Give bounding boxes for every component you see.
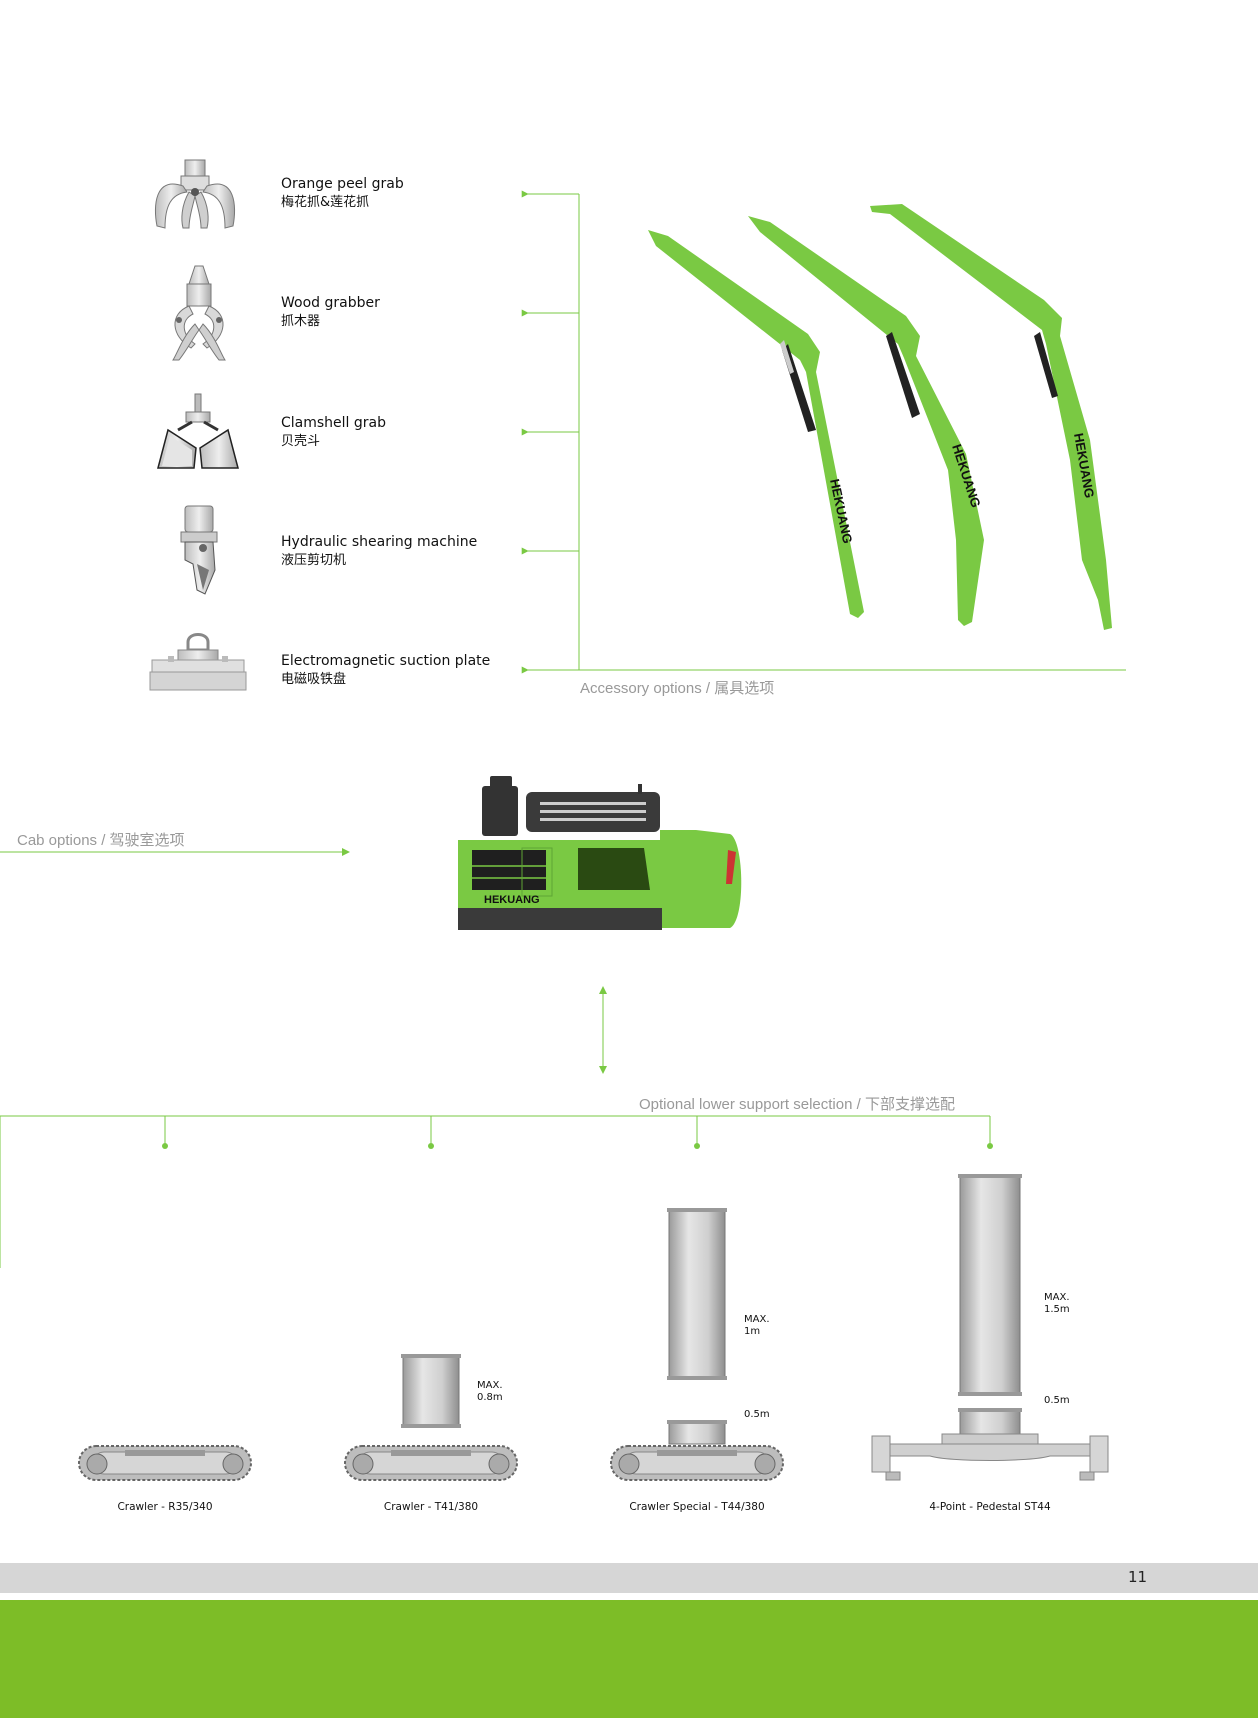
wood-grabber-icon	[172, 265, 226, 361]
boom-medium: HEKUANG	[748, 216, 984, 626]
footer-gray-band	[0, 1563, 1258, 1593]
max-label: MAX.	[477, 1380, 503, 1391]
accessory-wood-grabber: Wood grabber 抓木器	[281, 293, 380, 331]
caption-t41: Crawler - T41/380	[383, 1501, 479, 1513]
electromagnetic-plate-icon	[149, 633, 247, 691]
caption-t44: Crawler Special - T44/380	[629, 1501, 765, 1513]
accessory-name: Wood grabber	[281, 295, 380, 311]
accessory-cn: 梅花抓&莲花抓	[281, 195, 370, 210]
max-value: 1m	[744, 1326, 761, 1337]
crawler-t41-icon	[344, 1354, 518, 1481]
caption-st44: 4-Point - Pedestal ST44	[929, 1501, 1051, 1513]
accessory-hydraulic-shear: Hydraulic shearing machine 液压剪切机	[281, 532, 477, 570]
footer-green-band	[0, 1600, 1258, 1718]
max-value: 0.8m	[477, 1392, 503, 1403]
accessory-section-title: Accessory options / 属具选项	[580, 680, 775, 697]
accessory-orange-peel: Orange peel grab 梅花抓&莲花抓	[281, 174, 404, 212]
max-note-st44: MAX. 1.5m	[1044, 1292, 1070, 1316]
accessory-name: Electromagnetic suction plate	[281, 653, 491, 669]
clamshell-grab-icon	[157, 393, 239, 469]
max-label: MAX.	[1044, 1292, 1070, 1303]
accessory-cn: 贝壳斗	[281, 434, 321, 449]
hydraulic-shear-icon	[180, 505, 218, 595]
accessory-name: Clamshell grab	[281, 415, 386, 431]
crawler-t44-icon	[610, 1208, 784, 1481]
pedestal-st44-icon	[871, 1174, 1109, 1481]
max-note-t41: MAX. 0.8m	[477, 1380, 503, 1404]
orange-peel-grab-icon	[154, 159, 236, 229]
cab-illustration: HEKUANG	[458, 776, 742, 930]
accessory-name: Hydraulic shearing machine	[281, 534, 478, 550]
crawler-r35-icon	[78, 1445, 252, 1481]
boom-long: HEKUANG	[870, 204, 1112, 630]
max-label: MAX.	[744, 1314, 770, 1325]
max-note-t44: MAX. 1m	[744, 1314, 770, 1338]
lower-bracket-dots	[162, 1143, 993, 1149]
accessory-cn: 液压剪切机	[281, 553, 347, 568]
caption-r35: Crawler - R35/340	[117, 1501, 213, 1513]
cab-brand-label: HEKUANG	[484, 894, 540, 906]
lower-bracket	[0, 1115, 991, 1268]
page-number: 11	[1128, 1568, 1148, 1586]
accessory-name: Orange peel grab	[281, 176, 404, 192]
cab-arrow-head	[342, 848, 350, 856]
accessory-cn: 电磁吸铁盘	[281, 672, 347, 687]
accessory-bracket	[521, 190, 1126, 674]
max-value: 1.5m	[1044, 1304, 1070, 1315]
cab-section-title: Cab options / 驾驶室选项	[17, 832, 185, 849]
accessory-electromagnetic: Electromagnetic suction plate 电磁吸铁盘	[281, 651, 490, 689]
accessory-cn: 抓木器	[281, 314, 321, 329]
accessory-clamshell: Clamshell grab 贝壳斗	[281, 413, 386, 451]
lower-section-title: Optional lower support selection / 下部支撑选…	[639, 1096, 955, 1113]
vertical-double-arrow	[599, 986, 607, 1074]
base-note-t44: 0.5m	[744, 1409, 770, 1420]
base-note-st44: 0.5m	[1044, 1395, 1070, 1406]
